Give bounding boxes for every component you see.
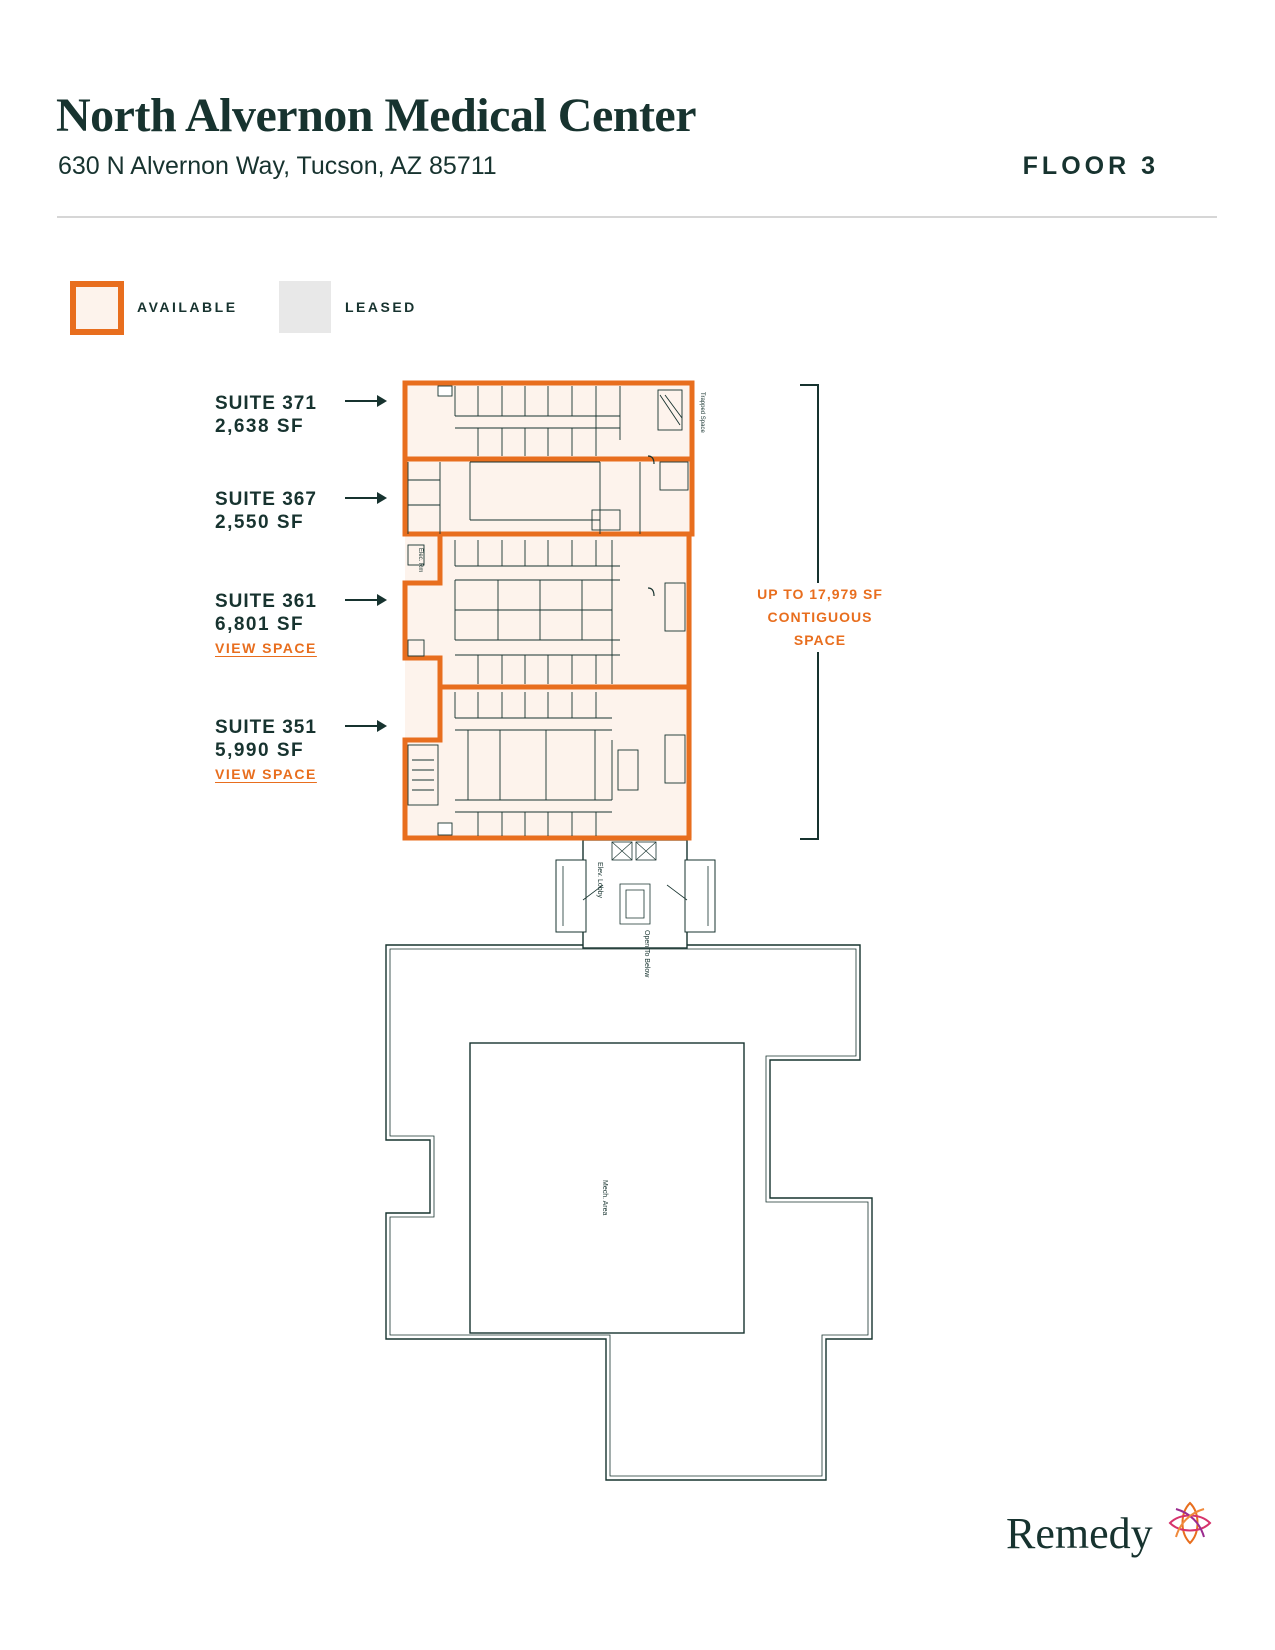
legend-available-label: AVAILABLE xyxy=(137,299,238,315)
suite-351-area xyxy=(402,684,692,841)
upper-wing xyxy=(405,383,692,838)
remedy-logo-mark-icon xyxy=(1168,1501,1212,1545)
suite-361-view-space-link[interactable]: VIEW SPACE xyxy=(215,640,317,656)
arrow-icon xyxy=(345,594,387,606)
address: 630 N Alvernon Way, Tucson, AZ 85711 xyxy=(58,152,497,180)
suite-361-label: SUITE 361 6,801 SF VIEW SPACE xyxy=(215,590,317,656)
lower-building-outline xyxy=(385,944,873,1481)
legend-available-swatch xyxy=(70,281,124,335)
suite-371-area xyxy=(402,380,695,462)
suite-area: 2,550 SF xyxy=(215,512,305,533)
floor-label: FLOOR 3 xyxy=(1022,152,1159,180)
interior-walls xyxy=(407,385,689,836)
suite-area: 6,801 SF xyxy=(215,614,305,635)
suite-367-area xyxy=(402,456,695,537)
suite-367-label: SUITE 367 2,550 SF xyxy=(215,488,317,534)
suite-351-label: SUITE 351 5,990 SF VIEW SPACE xyxy=(215,716,317,782)
suite-371-label: SUITE 371 2,638 SF xyxy=(215,392,317,438)
contiguous-line-1: UP TO 17,979 SF xyxy=(757,586,883,602)
open-to-below-label: Open To Below xyxy=(643,930,650,978)
suite-361-area xyxy=(402,531,692,690)
mech-area-label: Mech. Area xyxy=(601,1180,608,1216)
elec-rm-label: Elec. Rm xyxy=(417,548,423,573)
page-title: North Alvernon Medical Center xyxy=(56,89,697,142)
suite-name: SUITE 361 xyxy=(215,591,317,612)
suite-area: 5,990 SF xyxy=(215,740,305,761)
suite-351-view-space-link[interactable]: VIEW SPACE xyxy=(215,766,317,782)
trapped-space-label: Trapped Space xyxy=(699,392,705,433)
suite-area: 2,638 SF xyxy=(215,416,305,437)
contiguous-line-3: SPACE xyxy=(793,632,847,648)
legend-leased-swatch xyxy=(279,281,331,333)
legend-leased-label: LEASED xyxy=(345,299,417,315)
remedy-logo: Remedy xyxy=(1006,1509,1153,1558)
elevator-lobby-label: Elev. Lobby xyxy=(596,862,603,899)
arrow-icon xyxy=(345,720,387,732)
contiguous-line-2: CONTIGUOUS xyxy=(767,609,873,625)
suite-name: SUITE 367 xyxy=(215,489,317,510)
suite-name: SUITE 371 xyxy=(215,393,317,414)
arrow-icon xyxy=(345,395,387,407)
contiguous-space-note: UP TO 17,979 SF CONTIGUOUS SPACE xyxy=(740,583,900,652)
header-divider xyxy=(57,216,1217,218)
suite-name: SUITE 351 xyxy=(215,717,317,738)
arrow-icon xyxy=(345,492,387,504)
